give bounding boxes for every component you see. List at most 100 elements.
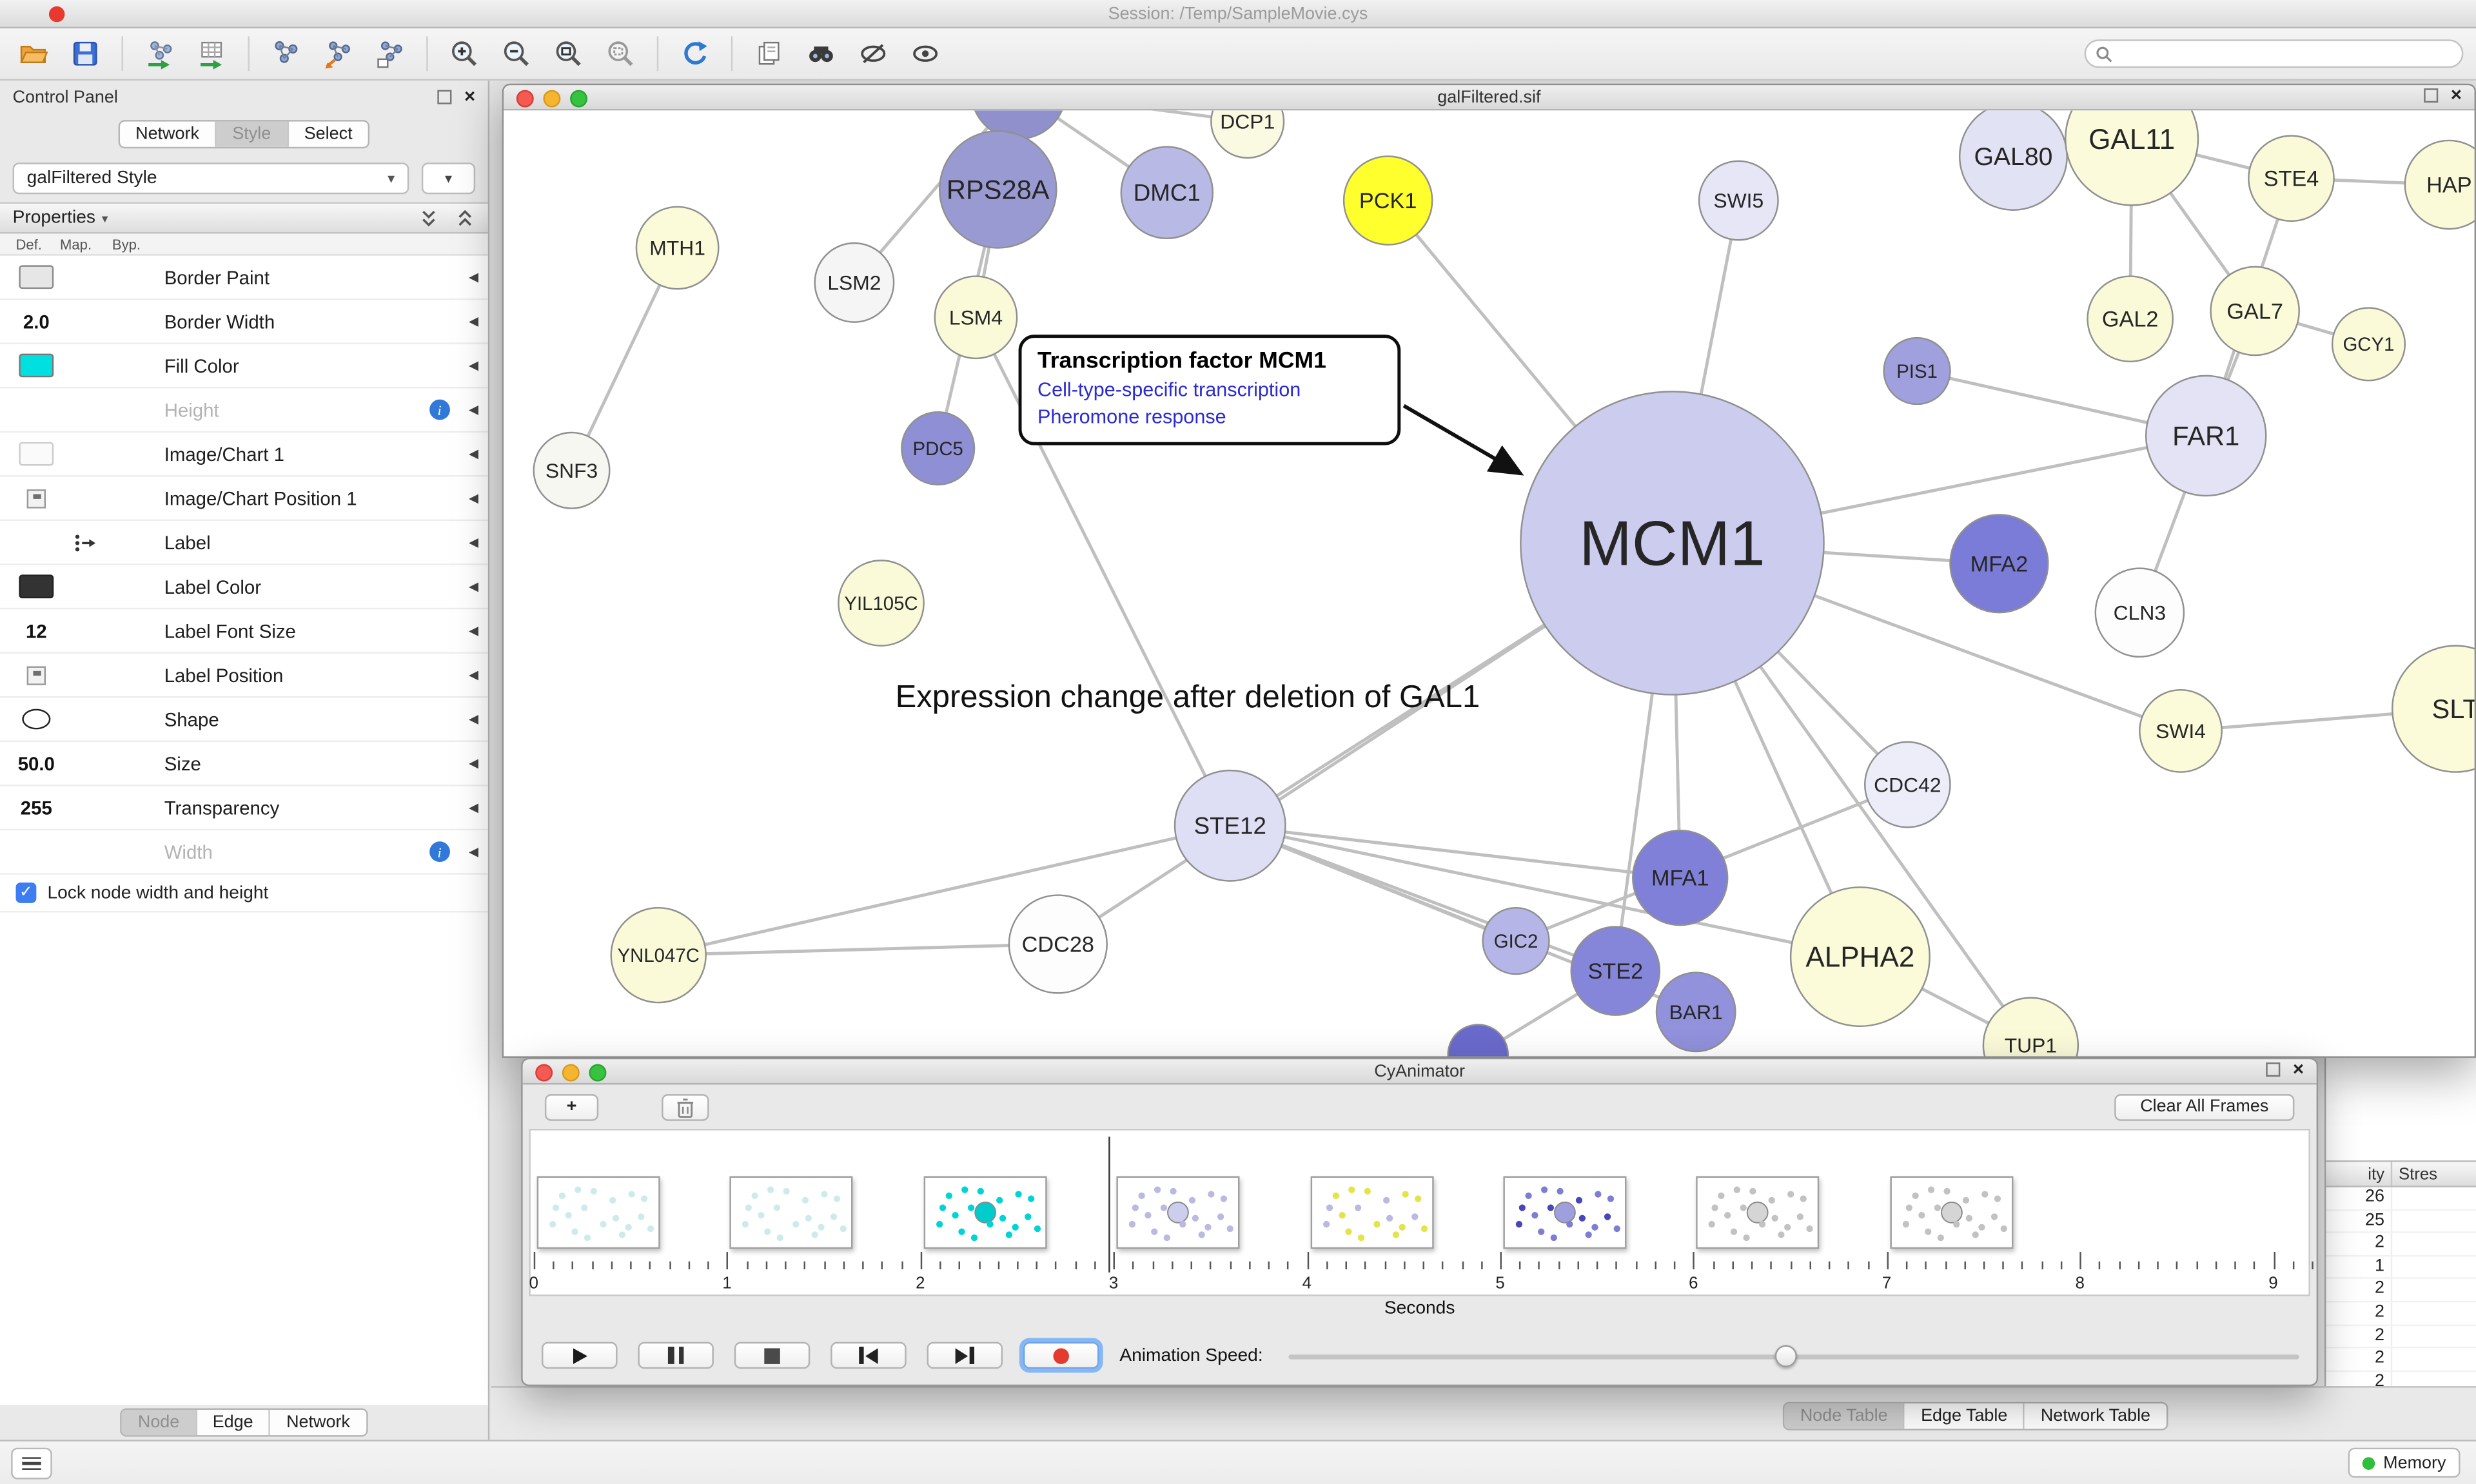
expand-row-icon[interactable]: ◀ [468, 447, 479, 462]
property-row[interactable]: Image/Chart 1◀ [0, 433, 488, 477]
network-edge[interactable] [1230, 824, 1680, 880]
results-row[interactable]: 25 [2326, 1210, 2476, 1234]
close-window-icon[interactable] [516, 90, 534, 108]
map-cell[interactable] [60, 531, 110, 553]
def-cell[interactable] [13, 353, 60, 378]
open-session-button[interactable] [10, 32, 57, 76]
show-panels-button[interactable] [11, 1447, 52, 1479]
tab-network[interactable]: Network [119, 121, 217, 147]
network-node-bar1[interactable]: BAR1 [1655, 971, 1736, 1053]
network-node-yil105c[interactable]: YIL105C [838, 560, 925, 647]
network-node-ynl047c[interactable]: YNL047C [610, 906, 707, 1004]
frame-thumbnail[interactable] [923, 1176, 1047, 1249]
network-node-gic2[interactable]: GIC2 [1482, 906, 1550, 975]
expand-row-icon[interactable]: ◀ [468, 800, 479, 815]
position-icon[interactable] [26, 488, 46, 508]
network-node-ste12[interactable]: STE12 [1174, 769, 1286, 882]
float-window-icon[interactable] [2266, 1062, 2281, 1077]
network-node-dmc1[interactable]: DMC1 [1120, 146, 1214, 240]
def-cell[interactable]: 12 [13, 620, 60, 641]
network-node-tup1[interactable]: TUP1 [1982, 997, 2079, 1057]
results-row[interactable]: 26 [2326, 1187, 2476, 1211]
hide-selected-button[interactable] [850, 32, 897, 76]
network-node-far1[interactable]: FAR1 [2145, 375, 2267, 497]
speed-slider-thumb[interactable] [1774, 1345, 1797, 1367]
zoom-window-icon[interactable] [589, 1064, 607, 1082]
zoom-out-button[interactable] [493, 32, 540, 76]
play-button[interactable] [542, 1342, 618, 1369]
expand-row-icon[interactable]: ◀ [468, 667, 479, 682]
position-icon[interactable] [26, 665, 46, 685]
search-input[interactable] [2119, 44, 2453, 63]
network-edge[interactable] [658, 942, 1058, 957]
pause-button[interactable] [638, 1342, 714, 1369]
property-row[interactable]: Label◀ [0, 521, 488, 565]
frame-thumbnail[interactable] [730, 1176, 854, 1249]
zoom-in-button[interactable] [440, 32, 487, 76]
results-row[interactable]: 1 [2326, 1256, 2476, 1280]
property-row[interactable]: Image/Chart Position 1◀ [0, 476, 488, 522]
expand-row-icon[interactable]: ◀ [468, 402, 479, 417]
results-row[interactable]: 2 [2326, 1348, 2476, 1372]
network-node-cdc28[interactable]: CDC28 [1008, 894, 1108, 994]
zoom-selected-button[interactable] [597, 32, 644, 76]
network-node-lsm2[interactable]: LSM2 [814, 242, 895, 323]
def-cell[interactable] [13, 665, 60, 685]
network-edge[interactable] [1019, 110, 1248, 123]
info-icon[interactable]: i [429, 841, 450, 863]
default-value[interactable]: 12 [25, 620, 47, 642]
add-frame-button[interactable]: + [544, 1093, 599, 1120]
network-node-gcy1[interactable]: GCY1 [2331, 307, 2406, 382]
color-swatch[interactable] [19, 442, 54, 466]
def-cell[interactable]: 255 [13, 797, 60, 819]
network-node-cdc42[interactable]: CDC42 [1864, 741, 1951, 828]
network-node-ste2[interactable]: STE2 [1570, 926, 1661, 1016]
tab-network[interactable]: Network [270, 1409, 366, 1436]
network-node-swi5[interactable]: SWI5 [1698, 160, 1779, 241]
network-node-lsm4[interactable]: LSM4 [934, 275, 1018, 360]
network-node-mfa2[interactable]: MFA2 [1949, 514, 2049, 614]
expand-row-icon[interactable]: ◀ [468, 623, 479, 638]
tab-style[interactable]: Style [216, 121, 289, 147]
close-panel-icon[interactable]: × [464, 85, 476, 108]
cyanimator-titlebar[interactable]: CyAnimator × [522, 1059, 2317, 1085]
stop-button[interactable] [734, 1342, 811, 1369]
style-options-button[interactable]: ▾ [421, 162, 476, 195]
property-row[interactable]: Shape◀ [0, 698, 488, 743]
tab-edge[interactable]: Edge [197, 1409, 271, 1436]
results-row[interactable]: 2 [2326, 1325, 2476, 1349]
delete-frame-button[interactable] [662, 1093, 709, 1120]
speed-slider-track[interactable] [1288, 1345, 2299, 1367]
expand-row-icon[interactable]: ◀ [468, 756, 479, 771]
property-row[interactable]: Fill Color◀ [0, 344, 488, 389]
expand-row-icon[interactable]: ◀ [468, 269, 479, 284]
record-button[interactable] [1023, 1342, 1099, 1369]
close-view-icon[interactable]: × [2450, 83, 2462, 106]
default-value[interactable]: 255 [20, 796, 52, 819]
property-row[interactable]: Label Position◀ [0, 653, 488, 698]
apply-layout-button[interactable] [671, 32, 718, 76]
frame-thumbnail[interactable] [1696, 1176, 1820, 1249]
color-swatch[interactable] [19, 265, 54, 289]
network-edge[interactable] [658, 824, 1231, 957]
expand-row-icon[interactable]: ◀ [468, 491, 479, 505]
property-row[interactable]: Label Color◀ [0, 565, 488, 610]
network-node-pis1[interactable]: PIS1 [1883, 337, 1951, 405]
close-window-icon[interactable] [535, 1064, 553, 1082]
next-frame-button[interactable] [927, 1342, 1003, 1369]
playhead[interactable] [1107, 1137, 1110, 1273]
info-icon[interactable]: i [429, 399, 450, 420]
network-node-cln3[interactable]: CLN3 [2094, 567, 2185, 658]
previous-frame-button[interactable] [830, 1342, 907, 1369]
network-node-ste4[interactable]: STE4 [2248, 135, 2335, 222]
network-node-dcp1[interactable]: DCP1 [1210, 110, 1285, 159]
expand-row-icon[interactable]: ◀ [468, 535, 479, 550]
minimize-window-icon[interactable] [562, 1064, 580, 1082]
network-edge[interactable] [1230, 824, 1861, 959]
network-node-snf3[interactable]: SNF3 [533, 431, 611, 509]
network-node-pck1[interactable]: PCK1 [1342, 155, 1433, 246]
